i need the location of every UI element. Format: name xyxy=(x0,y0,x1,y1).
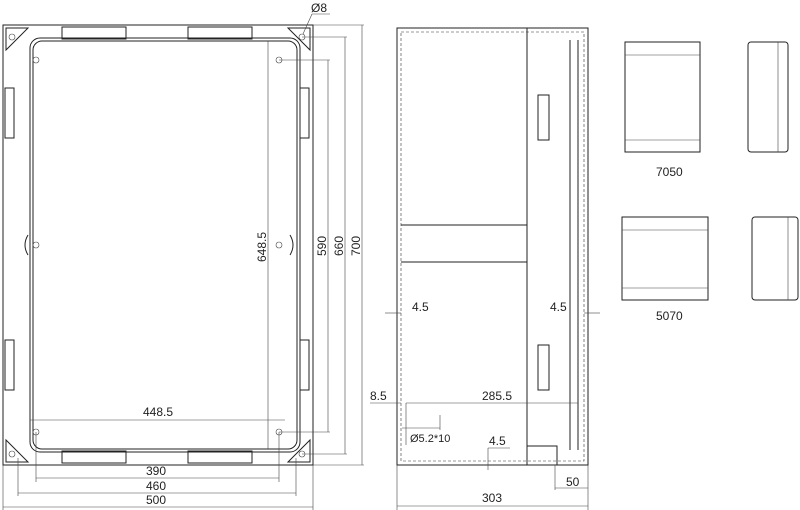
dim-50: 50 xyxy=(566,475,580,489)
model-7050-views xyxy=(624,41,789,153)
dim-4-5-bottom: 4.5 xyxy=(489,434,506,448)
dim-500: 500 xyxy=(146,493,166,507)
hole-spec: Ø5.2*10 xyxy=(410,433,450,445)
dim-4-5-right: 4.5 xyxy=(550,300,567,314)
dim-4-5-left: 4.5 xyxy=(412,300,429,314)
dim-700: 700 xyxy=(349,236,363,256)
dim-590: 590 xyxy=(315,236,329,256)
dim-660: 660 xyxy=(332,236,346,256)
hole-diameter-label: Ø8 xyxy=(311,1,327,15)
dim-390: 390 xyxy=(146,464,166,478)
dim-460: 460 xyxy=(146,479,166,493)
dim-285-5: 285.5 xyxy=(482,389,512,403)
dim-648-5: 648.5 xyxy=(255,232,269,262)
dim-303: 303 xyxy=(482,491,502,505)
model-label-7050: 7050 xyxy=(656,165,683,179)
model-label-5070: 5070 xyxy=(656,309,683,323)
dim-448-5: 448.5 xyxy=(143,405,173,419)
dim-8-5: 8.5 xyxy=(370,389,387,403)
side-view xyxy=(370,27,600,510)
front-view xyxy=(2,13,364,510)
model-5070-views xyxy=(621,216,799,301)
